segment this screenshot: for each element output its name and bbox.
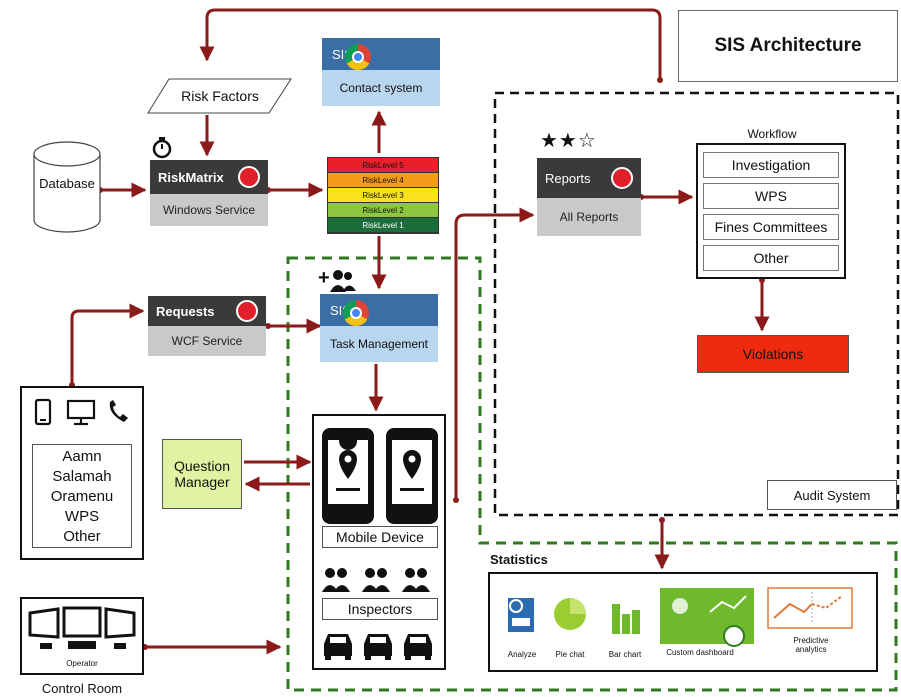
predictive-analytics-icon [767,587,853,629]
stat-analyze-label: Analyze [507,650,537,659]
arrow-devices-to-requests [70,303,145,385]
statistics-icons [508,587,853,647]
statistics-box: Analyze Pie chat Bar chart Custom dashbo… [488,572,878,672]
audit-frame [493,91,900,517]
channel-item: Oramenu [50,488,114,505]
channel-item: WPS [64,508,100,525]
stat-pie-label: Pie chat [555,650,585,659]
channel-item: Aamn [62,448,102,465]
chrome-icon [344,44,371,70]
question-manager-box[interactable]: Question Manager [162,439,242,509]
database-icon [238,166,260,188]
mobile-icon [34,398,52,426]
riskmatrix-node[interactable]: RiskMatrix Windows Service [150,160,268,226]
inspectors-label: Inspectors [322,598,438,620]
workflow-item[interactable]: Investigation [703,152,839,178]
violations-box[interactable]: Violations [697,335,849,373]
control-room-box: Operator [20,597,144,675]
workflow-item[interactable]: WPS [703,183,839,209]
reports-node[interactable]: Reports All Reports [537,158,641,236]
arrow-audit-to-risk [199,8,662,80]
workflow-title: Workflow [747,127,797,141]
desktop-icon [66,399,96,426]
contact-header: SIS [322,38,440,70]
stat-bar-label: Bar chart [608,650,642,659]
task-header: SIS [320,294,438,326]
mobile-device-label: Mobile Device [322,526,438,548]
risk-level-row: RiskLevel 2 [328,203,438,218]
task-subtitle: Task Management [320,326,438,362]
star-rating-icon: ★★☆ [540,130,597,152]
dashboard-icon [660,588,754,647]
analyze-icon [508,598,534,632]
task-management-node[interactable]: SIS Task Management [320,294,438,362]
database-label: Database [39,176,95,191]
people-icon [322,568,430,592]
add-user-icon: + [318,267,356,292]
requests-node[interactable]: Requests WCF Service [148,296,266,356]
stat-dashboard-label: Custom dashboard [666,648,734,657]
riskmatrix-subtitle: Windows Service [150,194,268,226]
database-icon [236,300,258,322]
field-box: Mobile Device Inspectors [312,414,446,670]
risk-level-row: RiskLevel 5 [328,158,438,173]
requests-header: Requests [148,296,266,326]
chrome-icon [342,300,369,326]
channel-item: Salamah [52,468,112,485]
bar-chart-icon [612,604,640,634]
database-icon [33,141,101,233]
audit-system-label: Audit System [767,480,897,510]
stopwatch-icon [152,137,172,159]
mobile-icon [386,428,438,524]
reports-header: Reports [537,158,641,198]
risk-factors-label[interactable]: Risk Factors [181,88,259,104]
channel-item: Other [63,528,101,545]
contact-system-node[interactable]: SIS Contact system [322,38,440,106]
reports-subtitle: All Reports [537,198,641,236]
phone-icon [109,400,128,422]
risk-level-row: RiskLevel 1 [328,218,438,233]
svg-text:+: + [318,267,330,289]
workflow-item[interactable]: Fines Committees [703,214,839,240]
arrow-field-to-reports [454,207,535,500]
database-icon [611,167,633,189]
risk-level-row: RiskLevel 4 [328,173,438,188]
car-icon [324,634,432,660]
channel-icons [34,398,128,426]
statistics-title: Statistics [490,552,548,567]
control-room-label: Control Room [41,681,123,696]
stat-predictive-label: Predictive analytics [793,636,829,654]
monitor-icon [28,606,136,649]
mobile-icon [322,428,374,524]
operator-label: Operator [66,659,98,668]
riskmatrix-header: RiskMatrix [150,160,268,194]
contact-subtitle: Contact system [322,70,440,106]
page-title: SIS Architecture [678,10,898,82]
field-frame [286,256,898,692]
requests-subtitle: WCF Service [148,326,266,356]
risk-level-row: RiskLevel 3 [328,188,438,203]
mobile-devices-icon [322,428,438,524]
risk-factors-shape [147,78,292,114]
workflow-item[interactable]: Other [703,245,839,271]
pie-chart-icon [554,598,586,630]
